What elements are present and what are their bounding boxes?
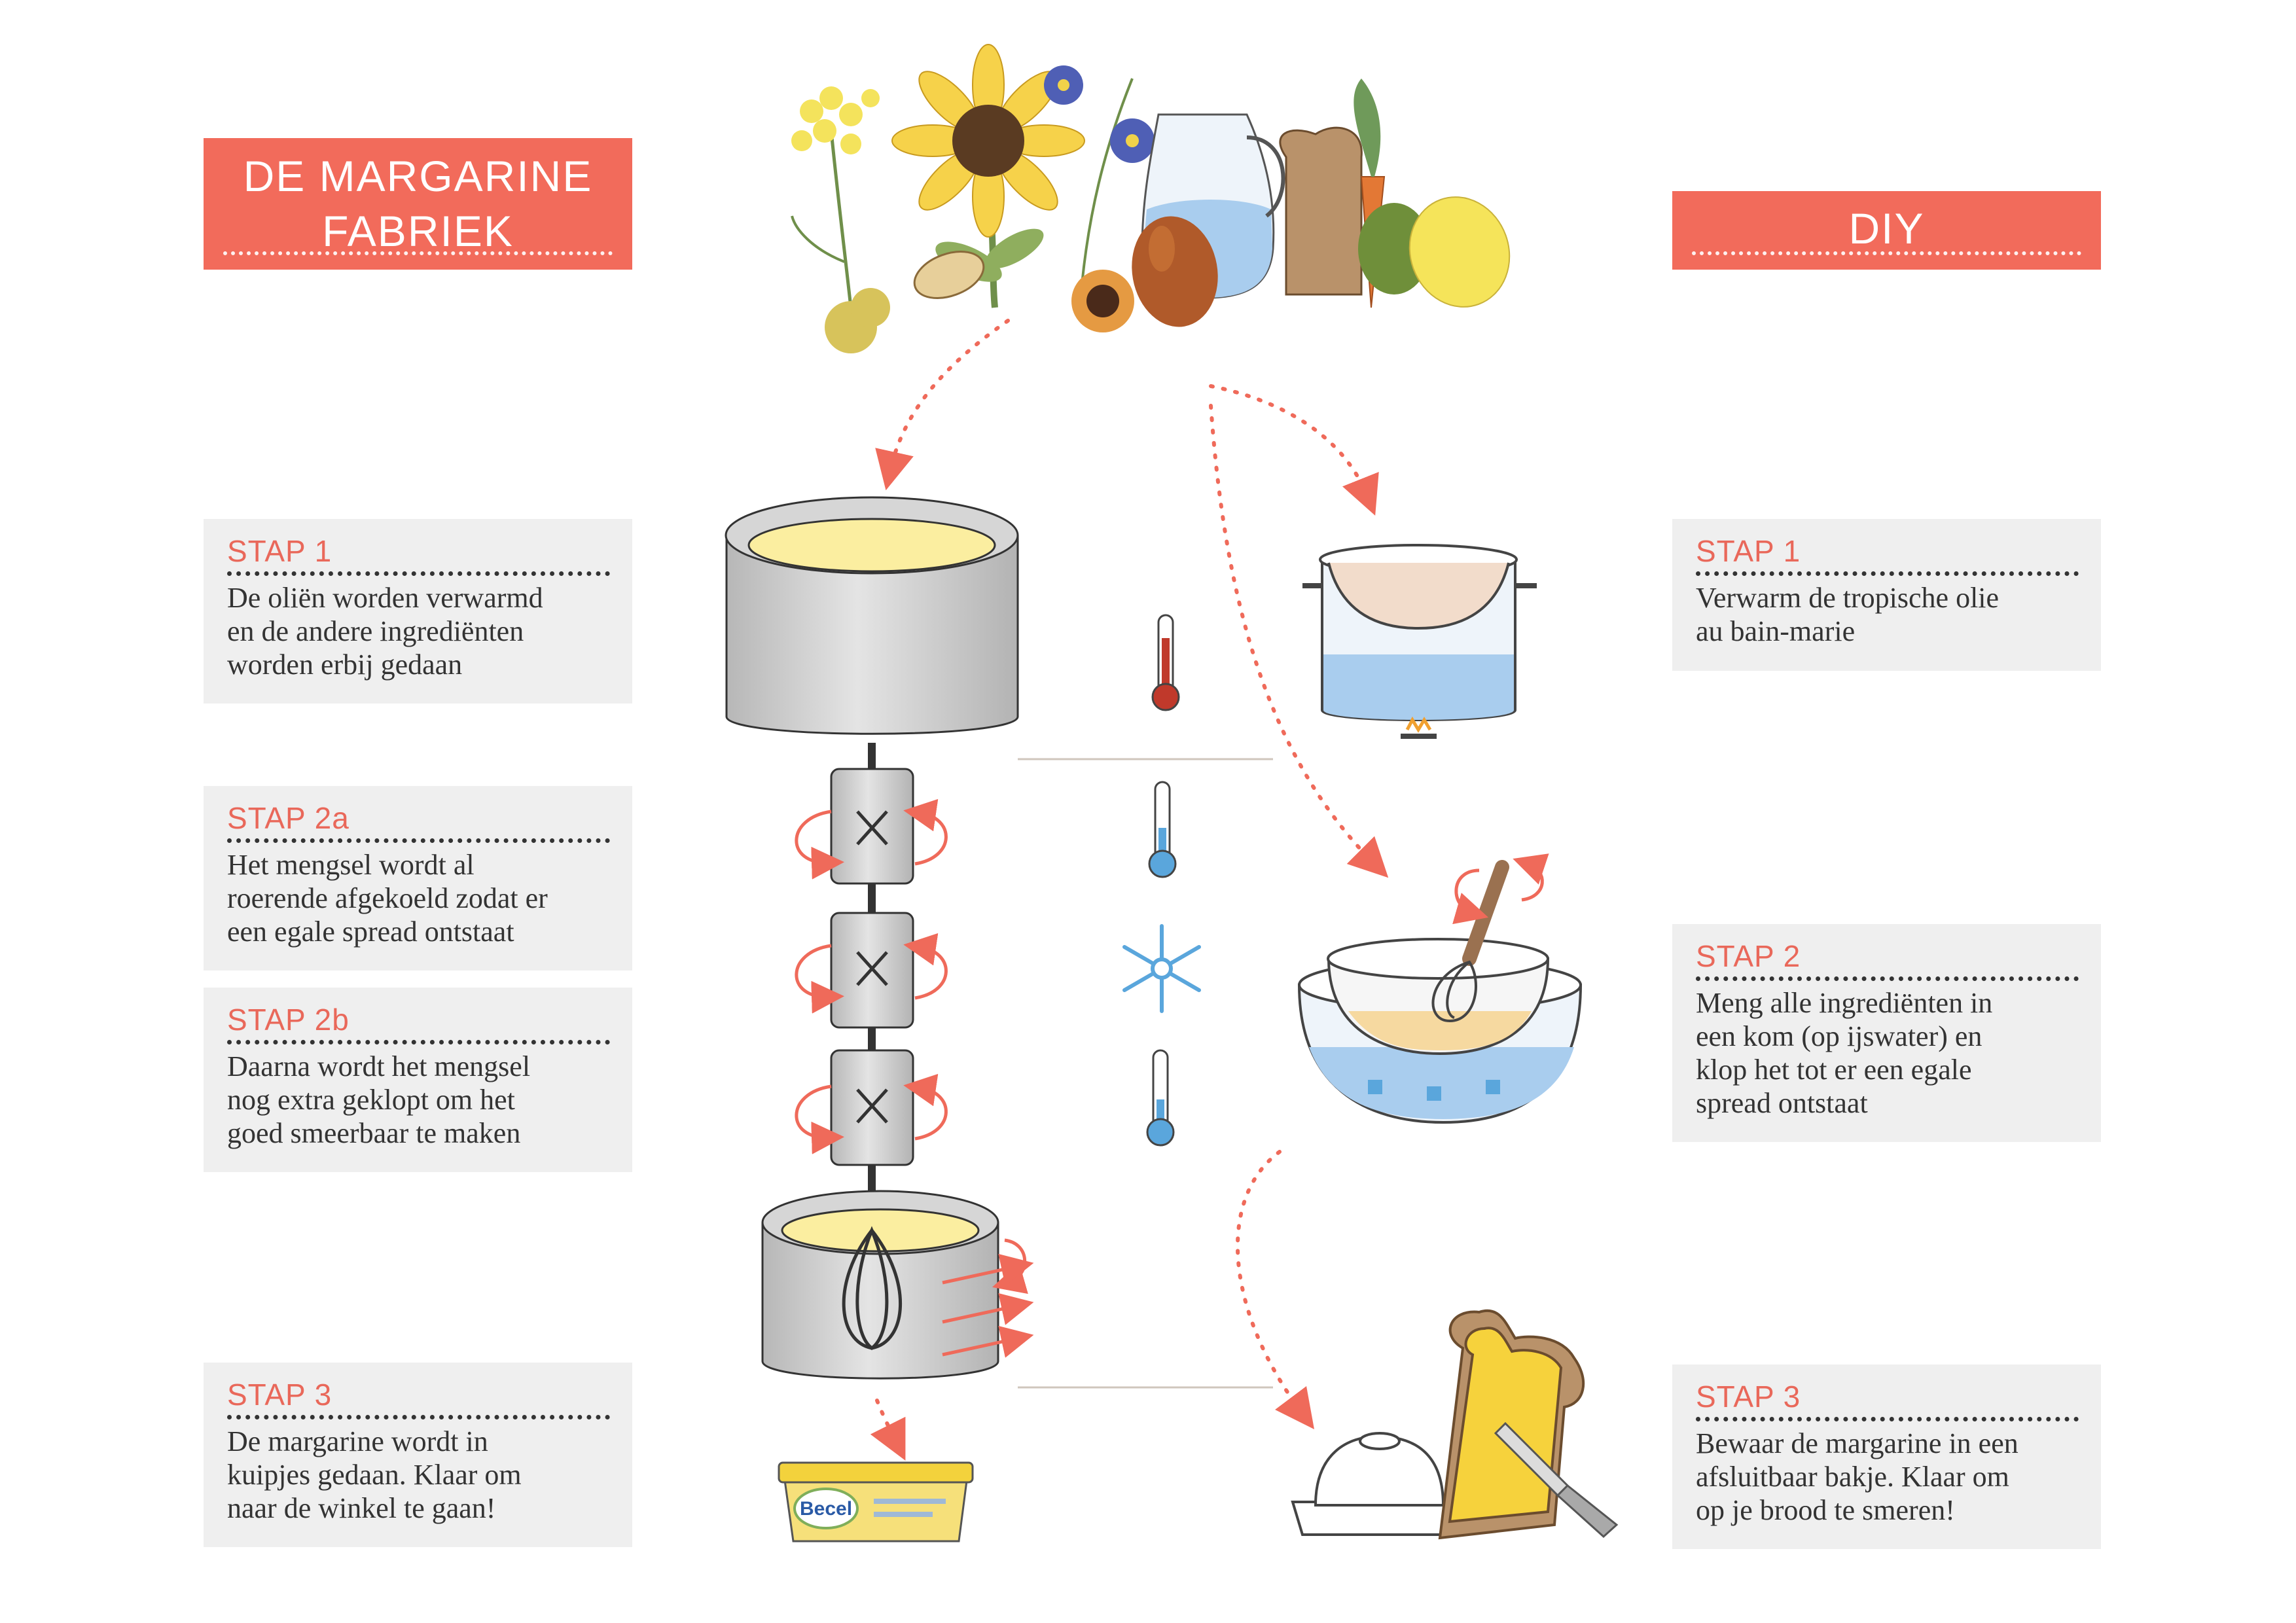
flow-arrows [870, 319, 1389, 1461]
whipping-mixer [830, 1049, 914, 1166]
toast-icon [1438, 1309, 1585, 1540]
factory-step-2b-title: STAP 2b [227, 1003, 350, 1037]
dotted-divider [227, 1040, 610, 1044]
whisk-tank [761, 1190, 999, 1380]
whisk-rotation-arrows [1452, 853, 1549, 925]
cold-thermometer-icon [1148, 781, 1177, 878]
factory-step-2a: STAP 2a Het mengsel wordt al roerende af… [204, 786, 632, 971]
factory-title-underline [223, 251, 613, 255]
factory-step-1-title: STAP 1 [227, 534, 332, 568]
factory-step-2a-title: STAP 2a [227, 801, 350, 835]
butter-dish-icon [1291, 1432, 1462, 1536]
snowflake-icon [1122, 924, 1201, 1013]
lemon-icon [1408, 196, 1511, 308]
diy-step-3: STAP 3 Bewaar de margarine in een afslui… [1672, 1364, 2101, 1549]
lime-icon [1358, 203, 1430, 294]
factory-step-1: STAP 1 De oliën worden verwarmd en de an… [204, 519, 632, 704]
dotted-divider [227, 571, 610, 576]
factory-step-3-text: De margarine wordt in kuipjes gedaan. Kl… [227, 1425, 522, 1524]
dotted-divider [227, 1415, 610, 1419]
margarine-tub-icon: Becel [778, 1461, 974, 1543]
arrow-bowl-to-dish [1236, 1150, 1314, 1430]
rotation-arrows [795, 798, 1034, 1358]
diy-step-2: STAP 2 Meng alle ingrediënten in een kom… [1672, 924, 2101, 1142]
factory-step-2b: STAP 2b Daarna wordt het mengsel nog ext… [204, 988, 632, 1172]
mango-icon [1132, 216, 1218, 327]
diy-step-3-text: Bewaar de margarine in een afsluitbaar b… [1696, 1427, 2018, 1526]
bain-marie-pot-icon [1302, 544, 1537, 739]
diy-title-underline [1692, 251, 2081, 255]
diy-step-3-title: STAP 3 [1696, 1380, 1801, 1414]
factory-title-banner: DE MARGARINE FABRIEK [204, 138, 632, 270]
factory-step-2a-text: Het mengsel wordt al roerende afgekoeld … [227, 849, 548, 948]
seed-scoop-icon [825, 251, 985, 353]
factory-step-2b-text: Daarna wordt het mengsel nog extra geklo… [227, 1050, 531, 1149]
cooling-mixer-2 [830, 912, 914, 1029]
factory-title: DE MARGARINE FABRIEK [243, 152, 593, 255]
diy-step-1-text: Verwarm de tropische olie au bain-marie [1696, 582, 2000, 647]
diy-title: DIY [1848, 204, 1925, 253]
arrow-ingredients-to-bowl [1209, 404, 1389, 878]
warm-thermometer-icon [1151, 614, 1180, 711]
dotted-divider [1696, 1417, 2079, 1421]
dotted-divider [1696, 976, 2079, 981]
bread-icon [1279, 126, 1363, 296]
mixing-bowl-icon [1297, 938, 1583, 1124]
diy-step-2-title: STAP 2 [1696, 939, 1801, 973]
butter-knife-icon [1494, 1421, 1619, 1539]
tub-brand-label: Becel [800, 1498, 852, 1520]
cooling-mixer-1 [830, 768, 914, 885]
diy-step-2-text: Meng alle ingrediënten in een kom (op ij… [1696, 987, 1993, 1119]
factory-step-1-text: De oliën worden verwarmd en de andere in… [227, 582, 543, 681]
flax-flower-icon [1044, 65, 1155, 308]
diy-title-banner: DIY [1672, 191, 2101, 270]
factory-step-3: STAP 3 De margarine wordt in kuipjes ged… [204, 1363, 632, 1547]
dotted-divider [1696, 571, 2079, 576]
arrow-ingredients-to-diy [1209, 384, 1379, 516]
arrow-tank-to-tub [870, 1399, 906, 1461]
cold-thermometer-icon-2 [1146, 1049, 1175, 1147]
factory-machine-illustration [725, 496, 1019, 1380]
diy-step-1-title: STAP 1 [1696, 534, 1801, 568]
heating-tank [725, 496, 1019, 735]
factory-step-3-title: STAP 3 [227, 1378, 332, 1412]
papaya-icon [1071, 270, 1134, 332]
arrow-ingredients-to-factory [875, 319, 1010, 491]
diy-step-1: STAP 1 Verwarm de tropische olie au bain… [1672, 519, 2101, 671]
rapeseed-flower-icon [791, 86, 880, 308]
ingredients-illustration [791, 44, 1511, 353]
dotted-divider [227, 838, 610, 843]
